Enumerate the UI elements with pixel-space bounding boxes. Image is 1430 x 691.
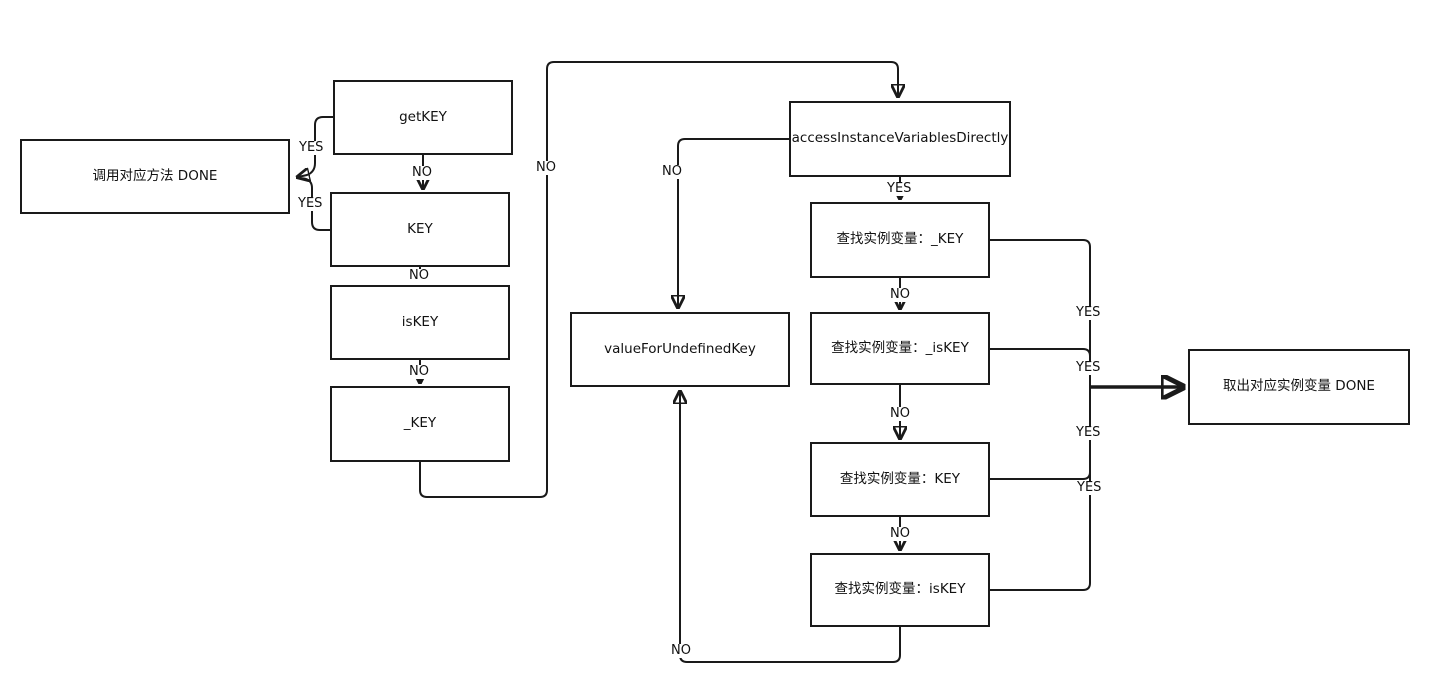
edge-label-find-iskey-no: NO [669, 643, 693, 659]
edge-label-iskey-no: NO [407, 364, 431, 380]
edge-find-uiskey-yes [990, 348, 1091, 387]
node-value-for-undefined-key: valueForUndefinedKey [570, 312, 790, 387]
node-find-ivar-underscore-key: 查找实例变量：_KEY [810, 202, 990, 278]
edge-label-find-underscore-iskey-no: NO [888, 406, 912, 422]
edge-label-getkey-yes: YES [297, 140, 326, 156]
edge-label-find-iskey-yes: YES [1075, 480, 1104, 496]
edge-label-access-no: NO [660, 164, 684, 180]
edge-label-find-key-no: NO [888, 526, 912, 542]
edge-label-find-underscore-key-no: NO [888, 287, 912, 303]
edge-ukey-loop-to-access-no [419, 61, 898, 498]
edge-label-getkey-no: NO [410, 165, 434, 181]
edge-label-underscore-key-no: NO [534, 160, 558, 176]
node-find-ivar-underscore-iskey: 查找实例变量：_isKEY [810, 312, 990, 385]
node-find-ivar-key: 查找实例变量：KEY [810, 442, 990, 517]
edge-label-key-no: NO [407, 268, 431, 284]
edge-label-find-underscore-key-yes: YES [1074, 305, 1103, 321]
node-call-method-done: 调用对应方法 DONE [20, 139, 290, 214]
edge-label-find-key-yes: YES [1074, 425, 1103, 441]
edge-find-ukey-yes [990, 239, 1091, 387]
node-access-instance-variables-directly: accessInstanceVariablesDirectly [789, 101, 1011, 177]
edge-access-to-vfuk-no [678, 138, 789, 307]
node-underscore-key: _KEY [330, 386, 510, 462]
edge-label-access-yes: YES [885, 181, 914, 197]
node-fetch-ivar-done: 取出对应实例变量 DONE [1188, 349, 1410, 425]
node-find-ivar-iskey: 查找实例变量：isKEY [810, 553, 990, 627]
edge-find-iskey-yes [990, 387, 1091, 591]
node-getkey: getKEY [333, 80, 513, 155]
node-key: KEY [330, 192, 510, 267]
edge-label-find-underscore-iskey-yes: YES [1074, 360, 1103, 376]
node-iskey: isKEY [330, 285, 510, 360]
edge-label-key-yes: YES [296, 196, 325, 212]
